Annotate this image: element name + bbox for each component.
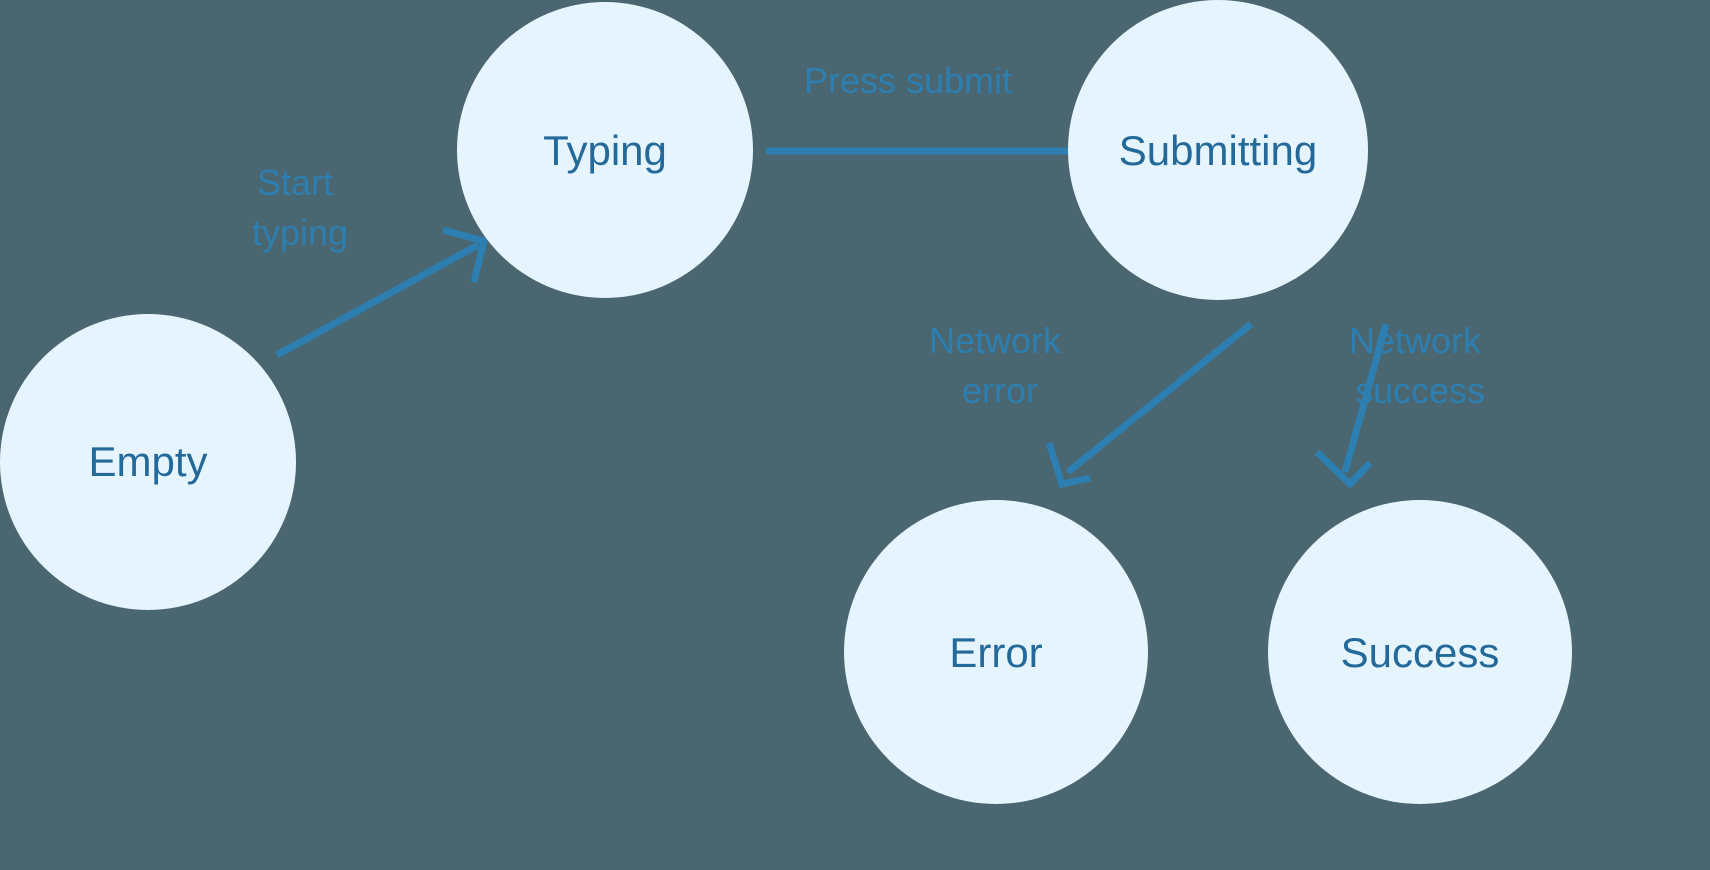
state-label-error: Error — [949, 629, 1042, 676]
state-label-empty: Empty — [88, 438, 207, 485]
state-label-submitting: Submitting — [1119, 127, 1317, 174]
arrowhead-network-success — [1314, 449, 1373, 489]
state-circle-success[interactable] — [1268, 500, 1572, 804]
state-circle-typing[interactable] — [457, 2, 753, 298]
edge-line-network-success — [1341, 323, 1390, 473]
transition-network-error: Network error — [929, 320, 1254, 489]
state-circle-empty[interactable] — [0, 314, 296, 610]
edge-label-line: error — [962, 370, 1038, 411]
arrowhead-start-typing — [442, 226, 489, 283]
state-circle-submitting[interactable] — [1068, 0, 1368, 300]
arrowhead-network-error — [1045, 441, 1091, 489]
state-node-error[interactable]: Error — [844, 500, 1148, 804]
state-label-success: Success — [1341, 629, 1500, 676]
edge-line-start-typing — [275, 241, 480, 359]
edge-label-line: Start — [257, 162, 333, 203]
state-node-submitting[interactable]: Submitting — [1068, 0, 1368, 300]
state-node-empty[interactable]: Empty — [0, 314, 296, 610]
transition-start-typing: Start typing — [252, 162, 489, 359]
edge-label-line: Network — [1349, 320, 1482, 361]
edge-label-press-submit: Press submit — [804, 60, 1012, 101]
edge-label-network-error: Network error — [929, 320, 1071, 411]
state-label-typing: Typing — [543, 127, 667, 174]
transition-network-success: Network success — [1314, 320, 1491, 489]
edge-label-line: success — [1355, 370, 1485, 411]
edge-label-line: typing — [252, 212, 348, 253]
state-node-typing[interactable]: Typing — [457, 2, 753, 298]
edge-label-network-success: Network success — [1349, 320, 1491, 411]
edge-label-line: Network — [929, 320, 1062, 361]
state-node-success[interactable]: Success — [1268, 500, 1572, 804]
edge-line-network-error — [1065, 321, 1254, 475]
edge-label-line: Press submit — [804, 60, 1012, 101]
state-circle-error[interactable] — [844, 500, 1148, 804]
edge-label-start-typing: Start typing — [252, 162, 348, 253]
